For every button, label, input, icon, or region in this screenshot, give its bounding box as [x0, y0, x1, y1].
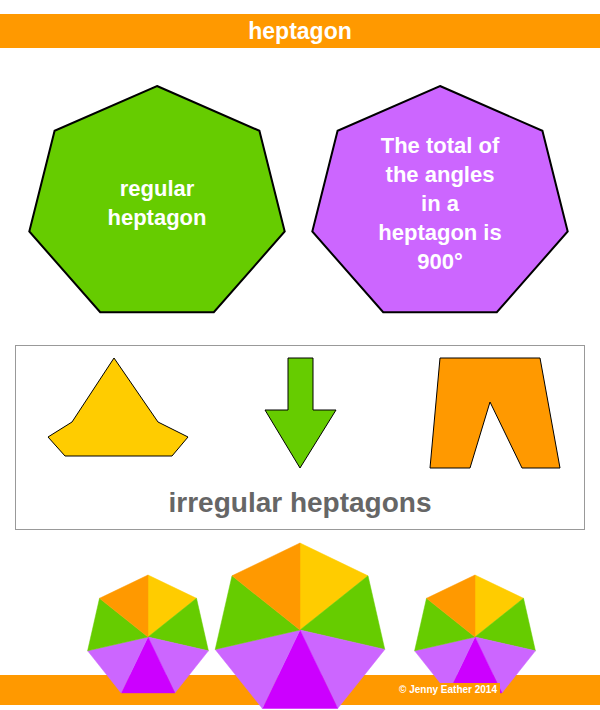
trousers-heptagon — [430, 358, 560, 468]
heptagon-triangle — [232, 543, 300, 630]
title-text: heptagon — [0, 14, 600, 48]
heptagon-shape — [29, 86, 284, 312]
shape-text: The total of the angles in a heptagon is… — [374, 131, 506, 276]
triangulated-heptagons — [88, 543, 536, 708]
title-band — [0, 14, 600, 48]
boat-heptagon — [48, 358, 188, 456]
heptagon-triangle — [427, 575, 476, 637]
arrow-heptagon — [265, 358, 336, 468]
heptagon-fact: The total of the angles in a heptagon is… — [305, 64, 575, 326]
panel-caption: irregular heptagons — [20, 485, 580, 521]
shape-text: regular heptagon — [82, 174, 232, 232]
panel-border — [16, 346, 585, 530]
regular-heptagon: regular heptagon — [22, 64, 292, 326]
heptagon-shape — [312, 86, 567, 312]
heptagon-triangle — [100, 575, 149, 637]
irregular-panel: irregular heptagons — [15, 345, 585, 530]
copyright-note: © Jenny Eather 2014 — [396, 683, 500, 696]
